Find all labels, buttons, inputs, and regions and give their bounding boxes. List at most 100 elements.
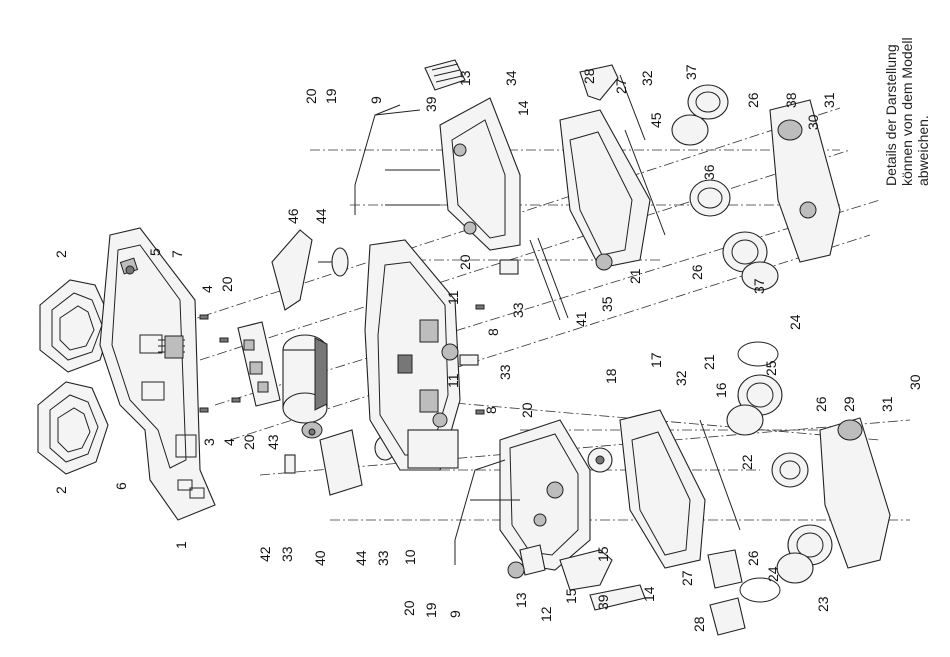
callout-28: 28 (581, 68, 597, 84)
callout-36: 36 (701, 164, 717, 180)
callout-23: 23 (815, 596, 831, 612)
callout-21: 21 (701, 354, 717, 370)
callout-18: 18 (603, 368, 619, 384)
callout-24: 24 (765, 566, 781, 582)
callout-41: 41 (573, 311, 589, 327)
callout-8: 8 (483, 406, 499, 414)
callout-15: 15 (563, 588, 579, 604)
callout-20: 20 (519, 402, 535, 418)
callout-26: 26 (813, 396, 829, 412)
wheelset-lower-3 (777, 525, 832, 583)
wheelset-lower-1 (727, 375, 782, 435)
small-bracket-42 (285, 455, 295, 473)
weight-cover (272, 230, 312, 310)
callout-4: 4 (221, 438, 237, 446)
callout-33: 33 (279, 546, 295, 562)
callout-26: 26 (745, 550, 761, 566)
callout-22: 22 (739, 454, 755, 470)
callout-11: 11 (445, 373, 461, 388)
rear-frame-upper (440, 98, 520, 250)
callout-13: 13 (457, 70, 473, 86)
callout-33: 33 (375, 550, 391, 566)
callout-16: 16 (713, 382, 729, 398)
callout-11: 11 (445, 290, 461, 305)
callout-34: 34 (503, 70, 519, 86)
callout-8: 8 (485, 328, 501, 336)
note-line-3: abweichen. (915, 115, 931, 186)
callout-14: 14 (641, 586, 657, 602)
callout-3: 3 (201, 438, 217, 446)
callout-15: 15 (595, 546, 611, 562)
callout-44: 44 (353, 550, 369, 566)
callout-31: 31 (821, 92, 837, 108)
callout-38: 38 (783, 92, 799, 108)
callout-20: 20 (241, 434, 257, 450)
callout-12: 12 (538, 606, 554, 622)
callout-29: 29 (841, 396, 857, 412)
callout-5: 5 (147, 248, 163, 256)
callout-20: 20 (457, 254, 473, 270)
callout-46: 46 (285, 208, 301, 224)
handrail-upper (355, 105, 440, 215)
callout-21: 21 (627, 268, 643, 284)
callout-44: 44 (313, 208, 329, 224)
callout-33: 33 (510, 302, 526, 318)
cab-shell-lower (38, 382, 108, 474)
callout-1: 1 (173, 541, 189, 549)
note-line-1: Details der Darstellung (883, 44, 899, 186)
callout-45: 45 (648, 112, 664, 128)
note-line-2: können von dem Modell (899, 37, 915, 186)
chassis-frame (365, 240, 460, 470)
callout-4: 4 (199, 285, 215, 293)
callout-9: 9 (447, 610, 463, 618)
callout-43: 43 (265, 434, 281, 450)
loco-body-hood (100, 228, 215, 520)
callout-27: 27 (613, 78, 629, 94)
callout-33: 33 (497, 364, 513, 380)
callout-31: 31 (879, 396, 895, 412)
callout-19: 19 (423, 602, 439, 618)
callout-9: 9 (368, 96, 384, 104)
callout-14: 14 (515, 100, 531, 116)
gearbox-upper (560, 110, 650, 270)
callout-42: 42 (257, 546, 273, 562)
callout-25: 25 (763, 360, 779, 376)
screws-body (200, 315, 240, 412)
callout-20: 20 (401, 600, 417, 616)
callout-26: 26 (745, 92, 761, 108)
wheelset-upper-2 (690, 180, 730, 216)
rod-lower (700, 420, 740, 530)
callout-32: 32 (673, 370, 689, 386)
callout-20: 20 (219, 276, 235, 292)
callout-37: 37 (751, 278, 767, 294)
callout-32: 32 (639, 70, 655, 86)
callout-19: 19 (323, 88, 339, 104)
callout-2: 2 (53, 486, 69, 494)
callout-37: 37 (683, 64, 699, 80)
callout-13: 13 (513, 592, 529, 608)
callout-35: 35 (599, 296, 615, 312)
callout-40: 40 (312, 550, 328, 566)
callout-24: 24 (787, 314, 803, 330)
callout-26: 26 (689, 264, 705, 280)
callout-2: 2 (53, 250, 69, 258)
callout-30: 30 (805, 114, 821, 130)
weight-block-lower (320, 430, 362, 495)
callout-17: 17 (648, 352, 664, 368)
circuit-board (238, 322, 280, 406)
callout-39: 39 (423, 96, 439, 112)
callout-20: 20 (303, 88, 319, 104)
callout-27: 27 (679, 570, 695, 586)
callout-10: 10 (402, 549, 418, 565)
lamp-upper (318, 248, 348, 276)
motor (283, 335, 327, 438)
callout-7: 7 (169, 250, 185, 258)
base-plate-lower (500, 420, 590, 570)
wheelset-upper-1 (672, 85, 728, 145)
callout-6: 6 (113, 482, 129, 490)
callout-39: 39 (595, 594, 611, 610)
callout-28: 28 (691, 616, 707, 632)
wheelset-lower-2 (772, 453, 808, 487)
gearbox-lower (620, 410, 705, 568)
